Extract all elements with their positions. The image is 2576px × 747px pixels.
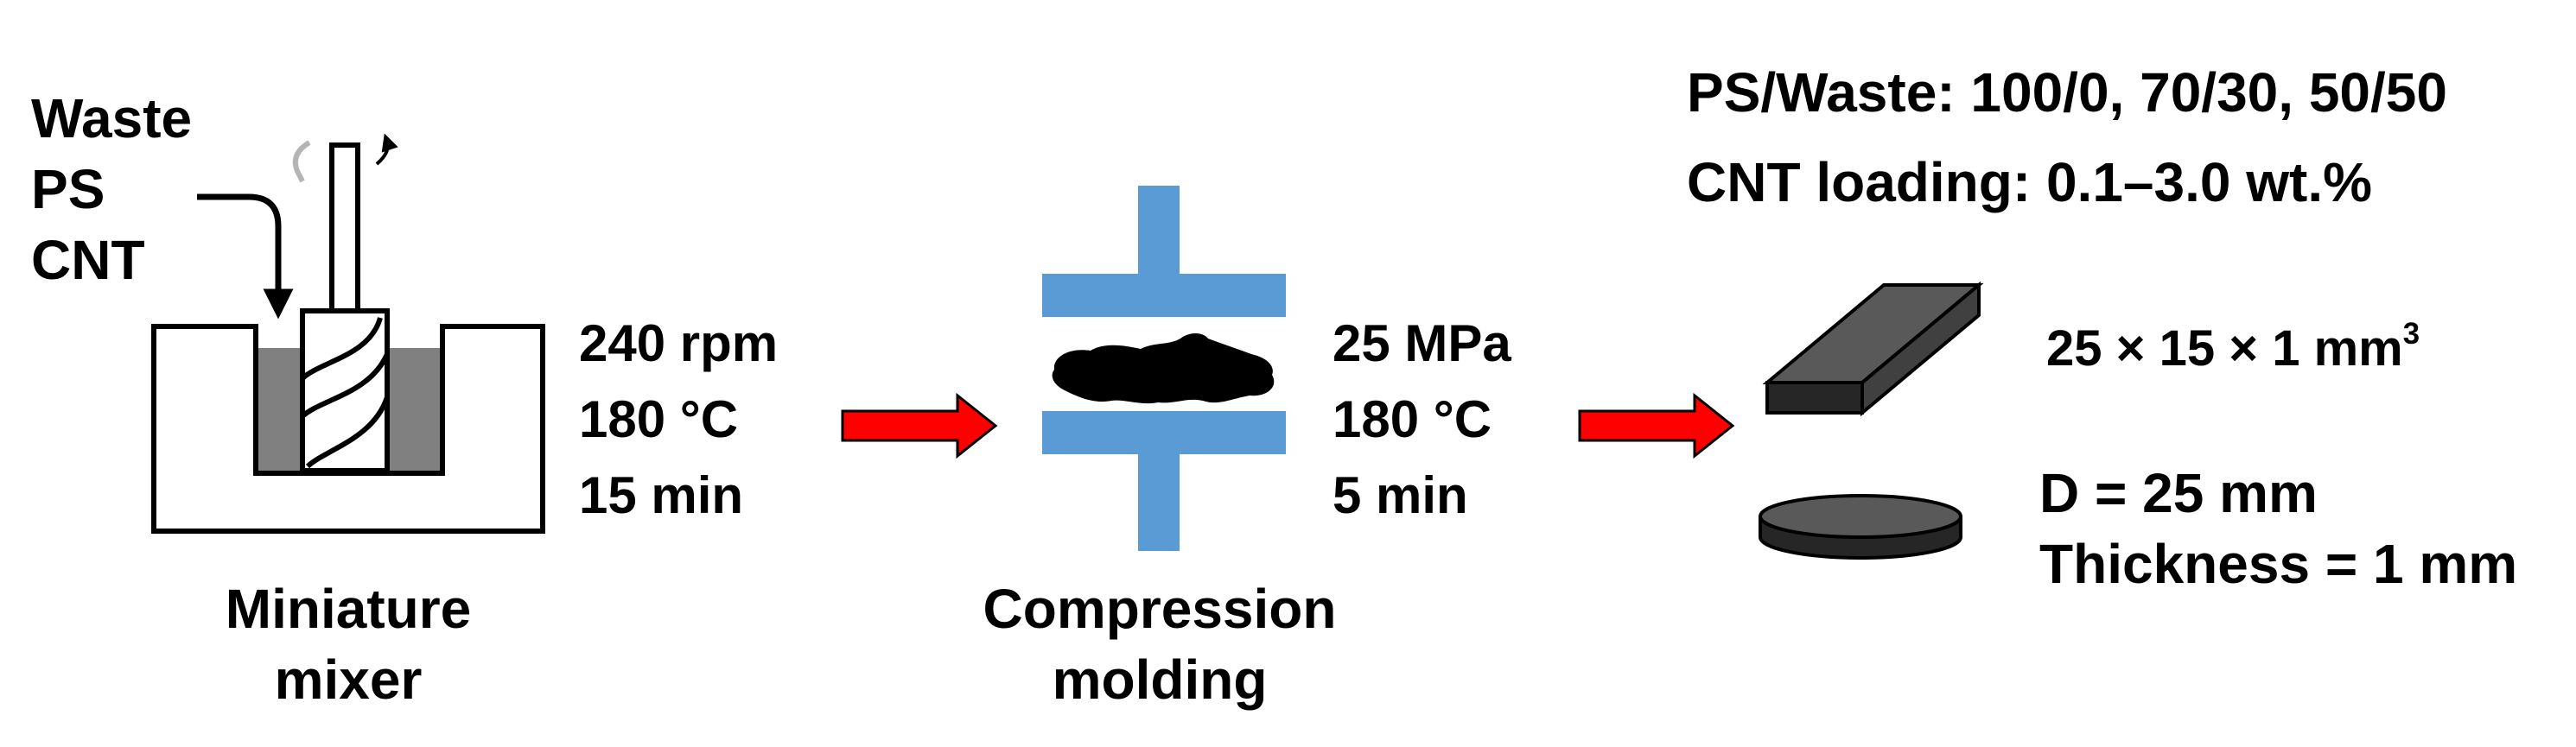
mixer-conditions: 240 rpm 180 °C 15 min	[579, 306, 778, 534]
mixer-label: Miniature mixer	[225, 578, 472, 711]
process-arrow-1	[841, 392, 998, 459]
molding-label: Compression molding	[983, 578, 1337, 711]
rotation-arrow-icon	[292, 133, 398, 183]
formulation-ratios: PS/Waste: 100/0, 70/30, 50/50	[1687, 61, 2447, 123]
mixer-temperature: 180 °C	[579, 390, 739, 448]
process-arrow-2	[1578, 392, 1735, 459]
input-cnt: CNT	[31, 229, 145, 291]
lower-press-plate	[1042, 411, 1286, 454]
lower-press-stem	[1138, 454, 1180, 551]
input-waste: Waste	[31, 87, 193, 149]
mixer-time: 15 min	[579, 466, 744, 524]
disk-diameter: D = 25 mm	[2039, 462, 2318, 524]
upper-press-stem	[1138, 186, 1180, 274]
upper-press-plate	[1042, 274, 1286, 317]
input-ps: PS	[31, 158, 105, 220]
mixer-speed: 240 rpm	[579, 314, 779, 372]
bar-dimensions: 25 × 15 × 1 mm3	[2046, 316, 2420, 377]
mixer-inputs: Waste PS CNT	[31, 83, 192, 295]
disk-thickness: Thickness = 1 mm	[2039, 533, 2518, 595]
bar-specimen	[1762, 281, 1984, 417]
molten-sample	[1052, 333, 1275, 404]
molding-pressure: 25 MPa	[1333, 314, 1511, 372]
cnt-loading: CNT loading: 0.1–3.0 wt.%	[1687, 151, 2373, 213]
disk-dimensions: D = 25 mm Thickness = 1 mm	[2039, 458, 2517, 599]
molding-conditions: 25 MPa 180 °C 5 min	[1333, 306, 1511, 534]
molding-time: 5 min	[1333, 466, 1468, 524]
mixer-rotor	[300, 142, 390, 473]
disk-specimen	[1759, 494, 1962, 560]
feed-arrow	[197, 193, 294, 320]
compression-press	[1042, 186, 1286, 551]
molding-temperature: 180 °C	[1333, 390, 1492, 448]
